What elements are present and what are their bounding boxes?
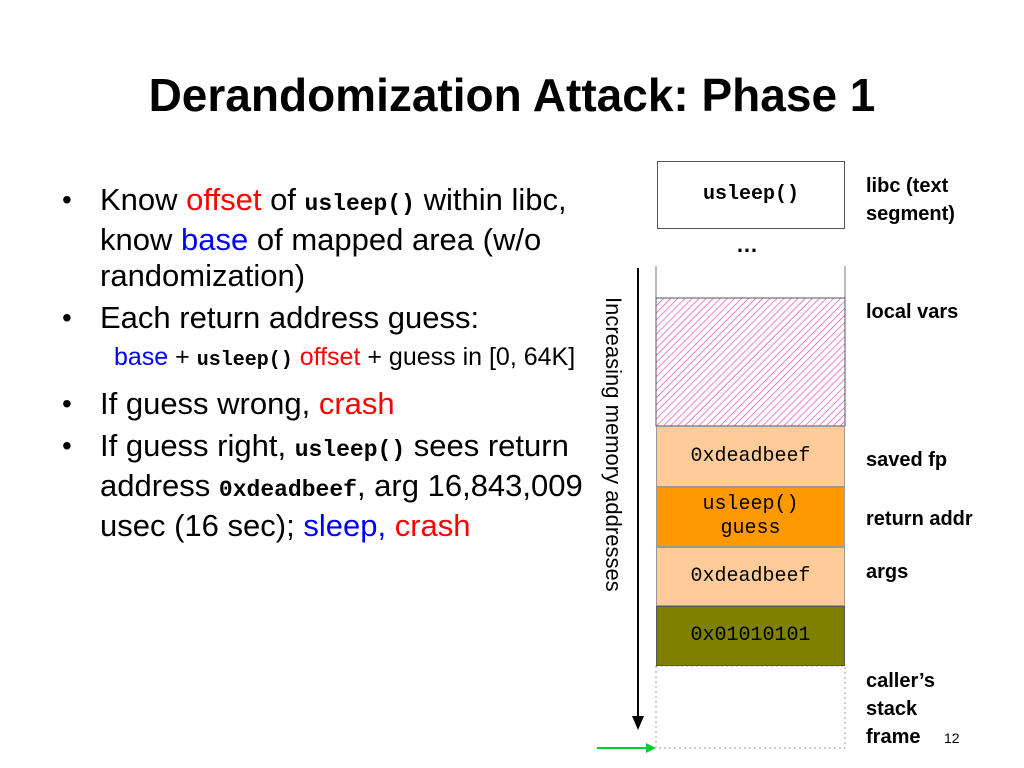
label-saved-fp: saved fp: [866, 449, 948, 471]
bullet-list: • Know offset of usleep() within libc, k…: [58, 182, 598, 550]
label-caller-frame: caller’s stack frame: [866, 670, 935, 748]
libc-usleep-box: usleep(): [657, 161, 845, 229]
bullet-offset: • Know offset of usleep() within libc, k…: [62, 182, 567, 293]
sub-bullet-formula: base + usleep() offset + guess in [0, 64…: [114, 343, 576, 372]
page-number: 12: [944, 730, 960, 746]
ellipsis: …: [736, 232, 758, 257]
local-vars-region: [655, 297, 846, 427]
saved-fp-box: 0xdeadbeef: [656, 426, 845, 487]
label-return-addr: return addr: [866, 508, 973, 530]
args-box: 0xdeadbeef: [656, 547, 845, 606]
label-args: args: [866, 561, 909, 583]
bullet-icon: •: [62, 184, 72, 215]
bullet-icon: •: [62, 388, 72, 419]
arg-value-box: 0x01010101: [656, 606, 845, 666]
label-libc: libc (text segment): [866, 175, 955, 225]
return-addr-box: usleep() guess: [656, 487, 845, 547]
bullet-icon: •: [62, 430, 72, 461]
bullet-guess: • Each return address guess:: [62, 300, 480, 335]
slide-title: Derandomization Attack: Phase 1: [148, 69, 876, 121]
bullet-icon: •: [62, 302, 72, 333]
arrow-head-icon: [632, 716, 644, 730]
axis-label: Increasing memory addresses: [601, 297, 626, 592]
bullet-wrong: • If guess wrong, crash: [62, 386, 395, 421]
bullet-right: • If guess right, usleep() sees return a…: [62, 428, 583, 543]
green-arrow-head-icon: [646, 743, 656, 753]
caller-frame-region: [655, 665, 846, 749]
label-local-vars: local vars: [866, 301, 959, 323]
